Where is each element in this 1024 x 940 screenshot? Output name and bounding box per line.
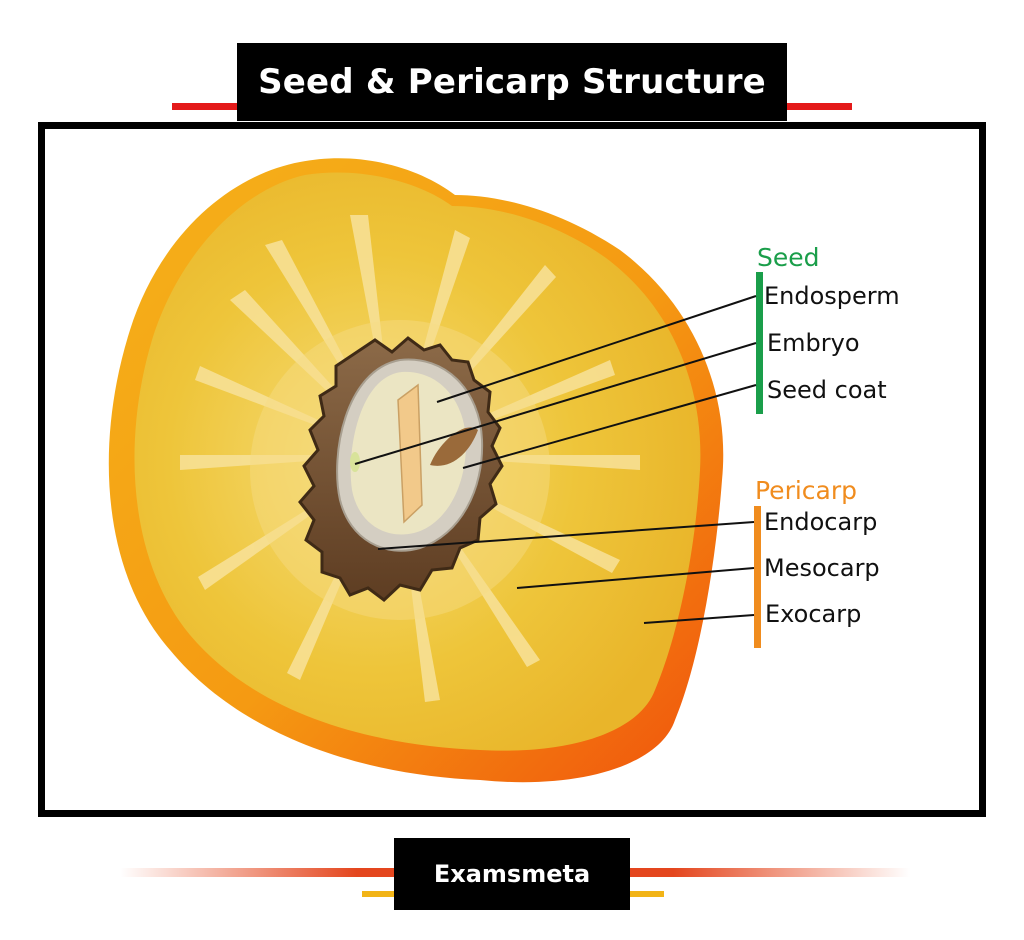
seed-group-bar [756, 272, 763, 414]
leader-mesocarp [516, 567, 755, 589]
leader-exocarp [643, 614, 755, 624]
footer-brand: Examsmeta [394, 838, 630, 910]
pericarp-group-label: Pericarp [755, 476, 857, 505]
leader-endosperm [436, 295, 757, 403]
page-title: Seed & Pericarp Structure [237, 43, 787, 121]
label-exocarp: Exocarp [765, 600, 861, 628]
label-mesocarp: Mesocarp [764, 554, 880, 582]
label-endocarp: Endocarp [764, 508, 877, 536]
leader-embryo [354, 342, 757, 465]
label-endosperm: Endosperm [764, 282, 900, 310]
pericarp-group-bar [754, 506, 761, 648]
leader-seed-coat [462, 384, 757, 469]
leader-endocarp [377, 521, 755, 550]
seed-group-label: Seed [757, 243, 820, 272]
embryo-radicle [430, 427, 478, 466]
label-seed-coat: Seed coat [767, 376, 887, 404]
embryo-tip [350, 452, 360, 472]
label-embryo: Embryo [767, 329, 860, 357]
embryo [397, 383, 423, 524]
